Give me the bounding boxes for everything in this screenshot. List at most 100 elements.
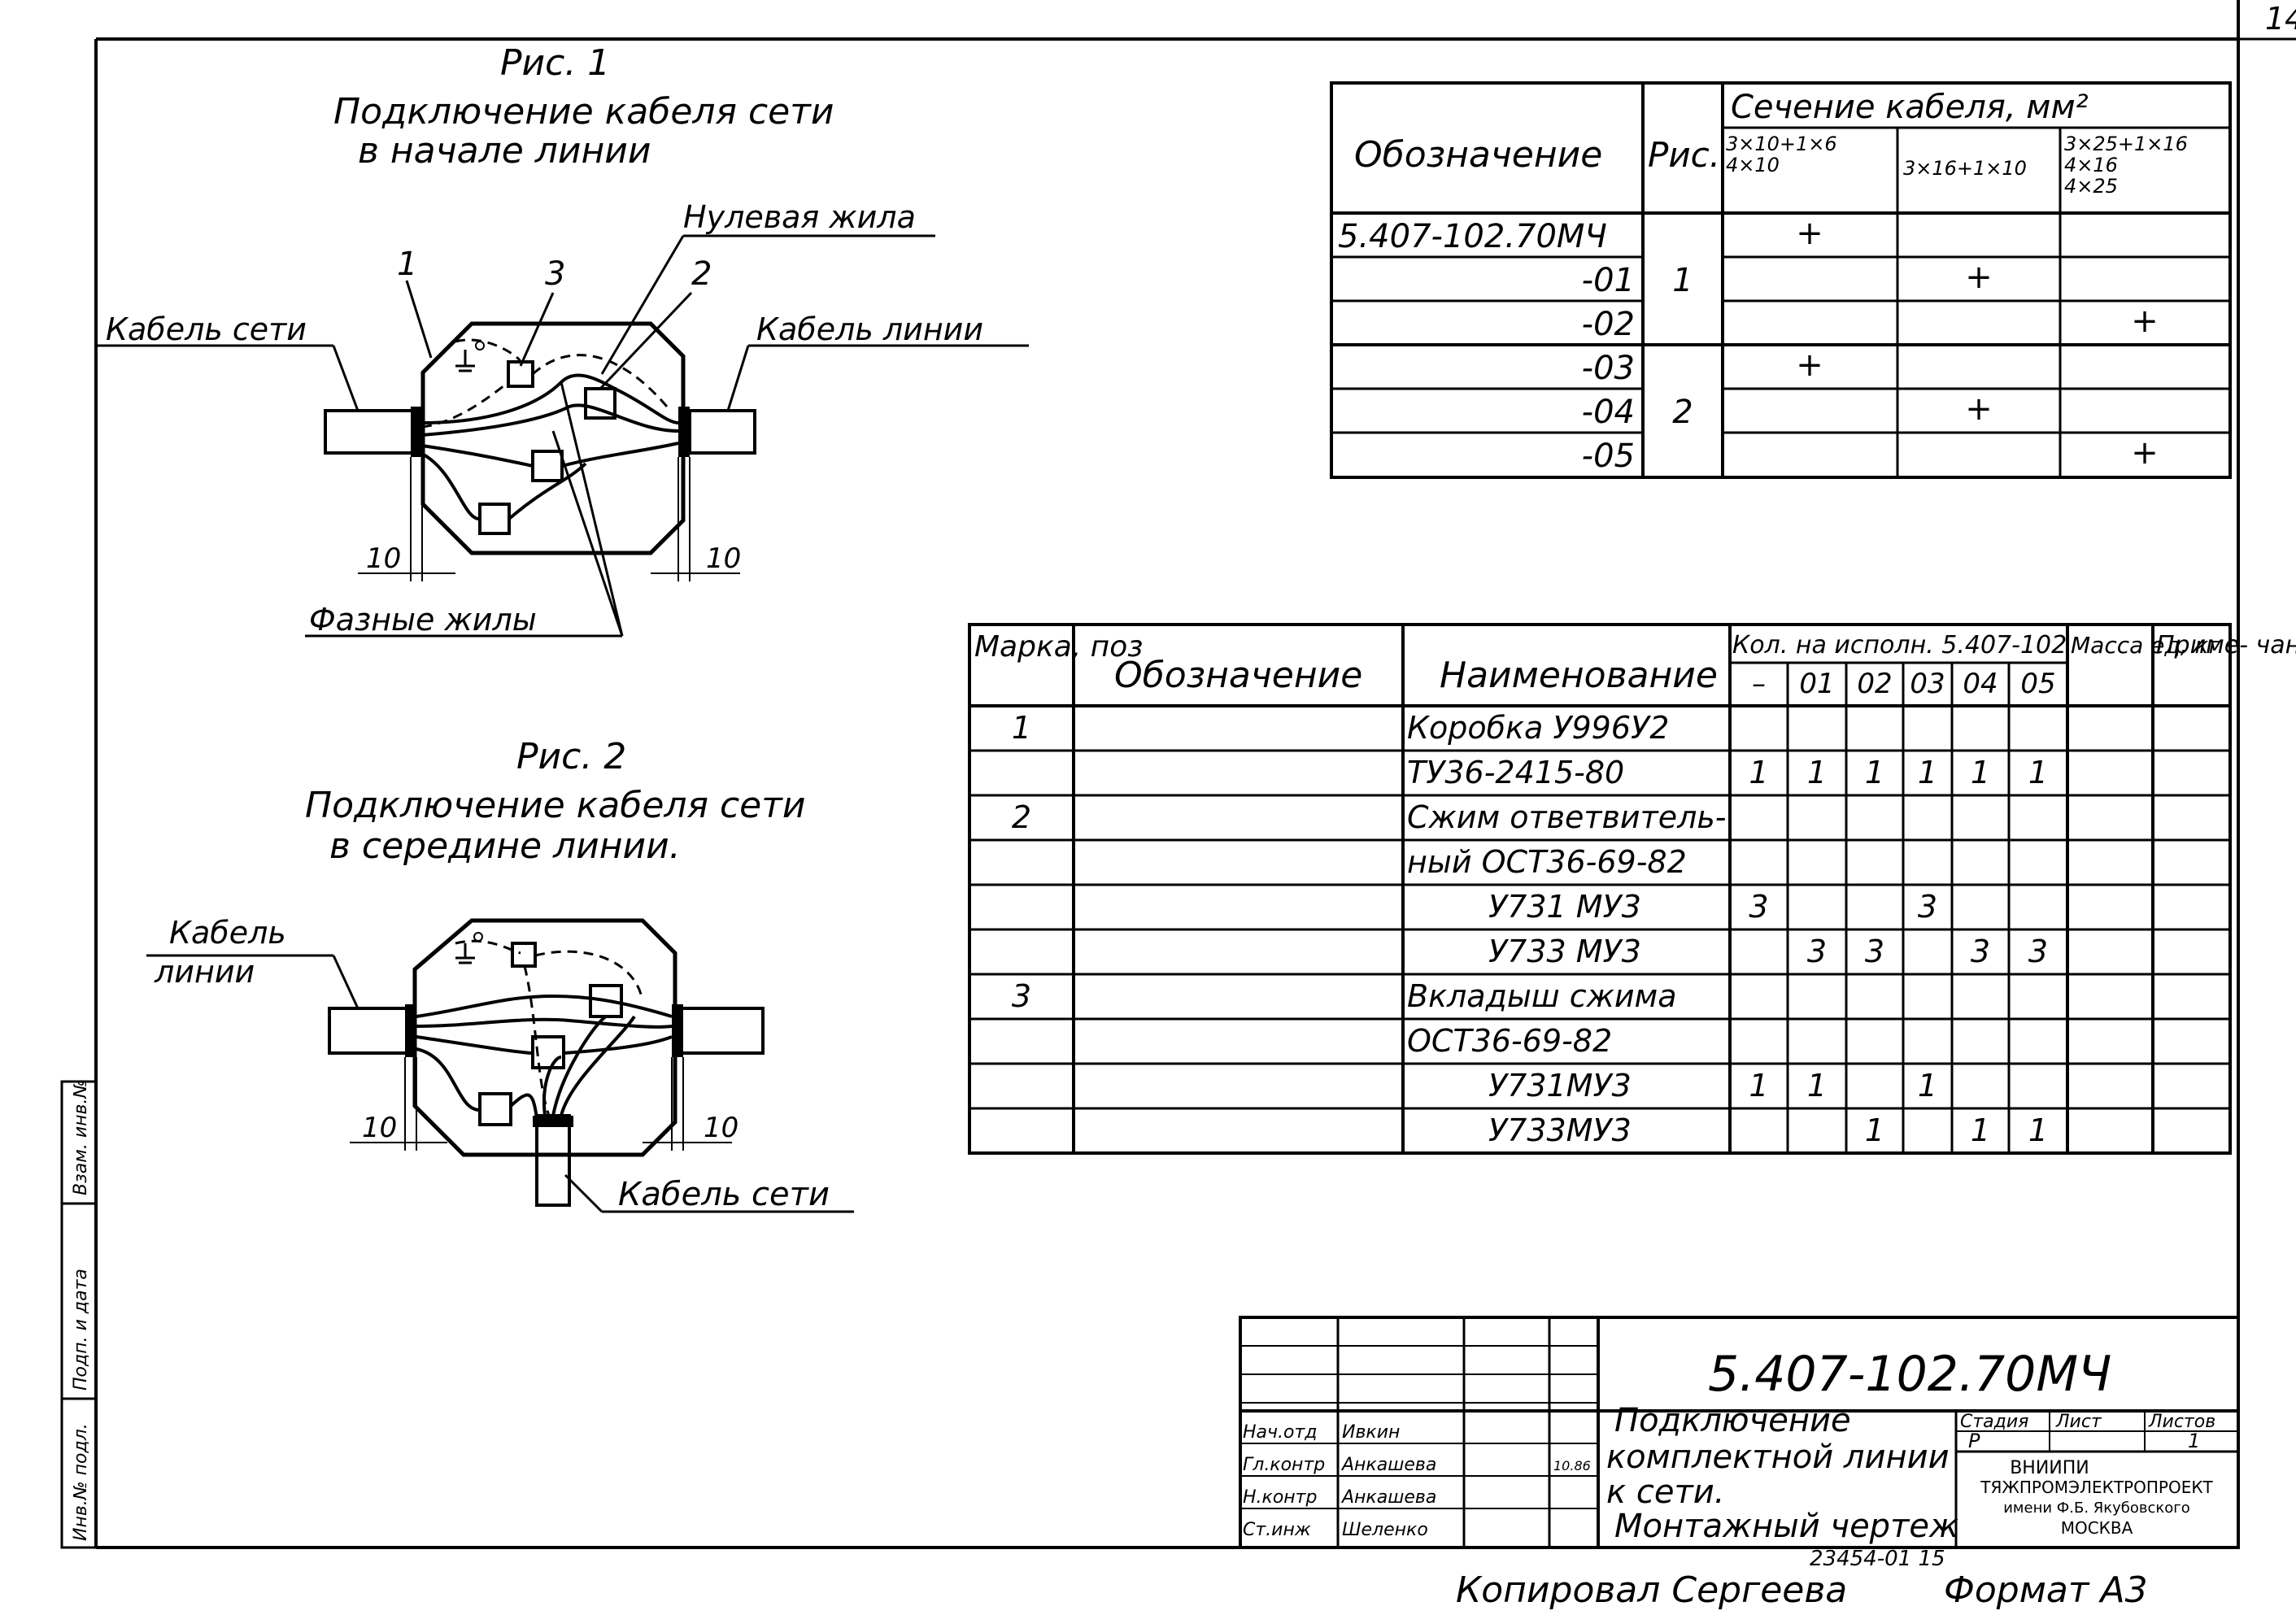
fig1-wire-1 xyxy=(421,373,679,424)
side-sign-date: Подп. и дата xyxy=(71,1269,91,1391)
spec-row-name: Коробка У996У2 xyxy=(1407,710,1669,746)
tb-title-line2: комплектной линии xyxy=(1606,1439,1950,1476)
fig2-caption: Рис. 2 xyxy=(516,736,626,777)
tb-sheet-header: Лист xyxy=(2055,1412,2102,1432)
spec-qty-col: 02 xyxy=(1857,668,1892,700)
tb-role: Н.контр xyxy=(1243,1487,1317,1508)
spec-row-qty: 1 xyxy=(2028,1112,2048,1148)
vt-header-fig: Рис. xyxy=(1648,135,1720,175)
tb-name: Шеленко xyxy=(1342,1520,1428,1540)
fig2-label-line-cable-1: Кабель xyxy=(169,915,286,951)
variant-table: Обозначение Рис. Сечение кабеля, мм² 3×1… xyxy=(1330,81,2232,479)
vt-section-col-1: 3×16+1×10 xyxy=(1903,157,2027,180)
spec-header-mark: Марка, поз xyxy=(974,630,1143,664)
fig1-label-phase: Фазные жилы xyxy=(309,602,537,638)
fig2-dim-right: 10 xyxy=(704,1112,738,1144)
fig1-pos-2: 2 xyxy=(691,255,712,293)
vt-row-mark: + xyxy=(2131,434,2159,472)
spec-row-name: Сжим ответвитель- xyxy=(1407,799,1727,835)
spec-row-qty: 1 xyxy=(1749,755,1768,790)
spec-row-name: У733 МУ3 xyxy=(1488,934,1641,969)
fig2-line-cable-right xyxy=(680,1007,765,1055)
vt-row-mark: + xyxy=(1796,215,1823,252)
spec-row-qty: 1 xyxy=(1918,1068,1937,1104)
tb-role: Нач.отд xyxy=(1243,1422,1318,1443)
spec-row-qty: 1 xyxy=(1865,755,1884,790)
fig1-line-cable xyxy=(688,409,756,455)
spec-row-qty: 1 xyxy=(1807,1068,1827,1104)
fig2-network-cable xyxy=(535,1114,571,1207)
vt-row-designation: -01 xyxy=(1582,262,1635,299)
spec-qty-col: – xyxy=(1752,668,1766,700)
side-inv-no: Инв.№ подл. xyxy=(71,1423,91,1541)
fig1-wire-2 xyxy=(421,403,679,437)
fig1-network-cable xyxy=(324,409,418,455)
spec-row-qty: 1 xyxy=(2028,755,2048,790)
tb-date: 10.86 xyxy=(1553,1458,1591,1474)
fig1-label-neutral: Нулевая жила xyxy=(683,199,916,235)
spec-row-qty: 1 xyxy=(1971,755,1990,790)
tb-sheets-header: Листов xyxy=(2148,1412,2215,1432)
tb-stage: Р xyxy=(1968,1430,1980,1452)
fig1-clamp-b xyxy=(478,503,511,535)
tb-doc-number: 5.407-102.70МЧ xyxy=(1708,1346,2111,1403)
spec-row-name: ОСТ36-69-82 xyxy=(1407,1023,1612,1059)
fig1-caption: Рис. 1 xyxy=(500,42,610,84)
vt-header-designation: Обозначение xyxy=(1354,134,1602,176)
fig1-label-network-cable: Кабель сети xyxy=(106,311,307,347)
vt-row-mark: + xyxy=(2131,303,2159,340)
spec-row-qty: 1 xyxy=(1807,755,1827,790)
fig2-title-line2: в середине линии. xyxy=(329,825,681,867)
vt-row-mark: + xyxy=(1796,346,1823,384)
tb-sheets: 1 xyxy=(2188,1430,2200,1452)
spec-row-qty: 3 xyxy=(1749,889,1768,925)
spec-row-qty: 3 xyxy=(2028,934,2048,969)
vt-row-mark: + xyxy=(1965,259,1993,296)
spec-qty-col: 05 xyxy=(2020,668,2055,700)
fig1-wire-4 xyxy=(561,442,679,468)
page-number: 14 xyxy=(2265,1,2296,37)
tb-stage-header: Стадия xyxy=(1960,1412,2028,1432)
spec-row-name: У733МУ3 xyxy=(1488,1112,1632,1148)
spec-row-qty: 1 xyxy=(1918,755,1937,790)
spec-row-pos: 1 xyxy=(1012,710,1031,746)
tb-name: Анкашева xyxy=(1340,1455,1436,1475)
tb-role: Гл.контр xyxy=(1243,1455,1325,1475)
fig1-title-line1: Подключение кабеля сети xyxy=(333,91,834,133)
fig2-line-cable-left xyxy=(328,1007,412,1055)
tb-org-line1: ВНИИПИ xyxy=(2010,1458,2089,1478)
vt-row-designation: -03 xyxy=(1582,350,1635,387)
tb-name: Анкашева xyxy=(1340,1487,1436,1508)
fig1-dim-right: 10 xyxy=(706,542,741,575)
figure-1: Рис. 1 Подключение кабеля сети в начале … xyxy=(98,42,1029,638)
fig1-wire-6 xyxy=(508,462,587,520)
spec-row-name: Вкладыш сжима xyxy=(1407,978,1677,1014)
title-block: 5.407-102.70МЧ Подключение комплектной л… xyxy=(1239,1316,2240,1549)
tb-org-line4: МОСКВА xyxy=(2061,1518,2133,1538)
spec-row-qty: 3 xyxy=(1807,934,1827,969)
spec-header-name: Наименование xyxy=(1440,655,1718,696)
tb-org-line2: ТЯЖПРОМЭЛЕКТРОПРОЕКТ xyxy=(1980,1478,2213,1497)
fig2-label-line-cable-2: линии xyxy=(154,954,255,990)
fig1-right-gland xyxy=(678,407,690,457)
fig1-dim-left: 10 xyxy=(366,542,401,575)
spec-header-mass: Масса ед, кг xyxy=(2071,632,2220,659)
side-replaces: Взам. инв.№ xyxy=(71,1080,91,1195)
fig1-pos-1: 1 xyxy=(397,246,417,283)
spec-row-name: ный ОСТ36-69-82 xyxy=(1407,844,1687,880)
sheet-format: Формат А3 xyxy=(1944,1569,2148,1611)
vt-row-fig: 2 xyxy=(1672,394,1693,431)
stamp-number: 23454-01 15 xyxy=(1810,1547,1945,1571)
fig1-left-gland xyxy=(411,407,422,457)
spec-row-name: ТУ36-2415-80 xyxy=(1407,755,1624,790)
spec-row-pos: 2 xyxy=(1012,799,1031,835)
spec-row-qty: 3 xyxy=(1971,934,1990,969)
vt-row-fig: 1 xyxy=(1672,262,1693,299)
figure-2: Рис. 2 Подключение кабеля сети в середин… xyxy=(146,736,854,1213)
fig1-pos-3: 3 xyxy=(545,255,565,293)
vt-row-mark: + xyxy=(1965,390,1993,428)
